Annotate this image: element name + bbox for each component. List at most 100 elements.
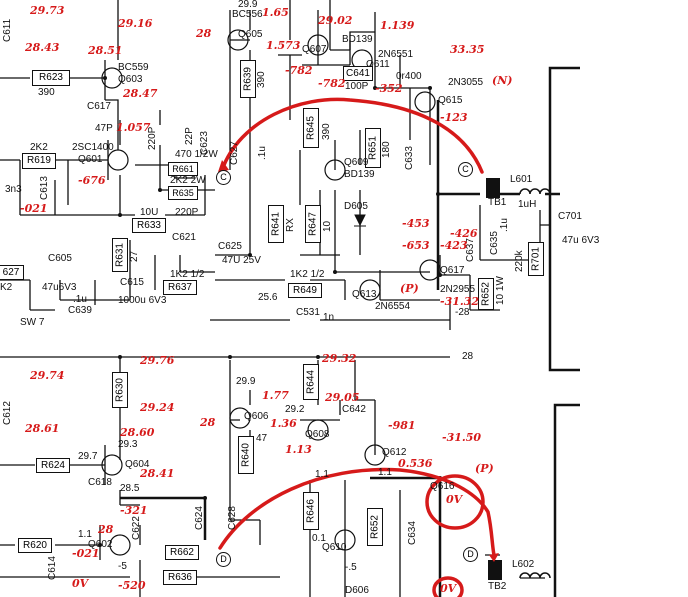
wire: [229, 10, 251, 170]
hw-1-13: 1.13: [285, 443, 312, 456]
hw-1-139: 1.139: [380, 19, 415, 32]
r623-resistor: R623: [32, 70, 70, 86]
hw-1-057: 1.057: [116, 121, 151, 134]
r646-ref: R646: [305, 499, 317, 523]
hw-676: -676: [78, 174, 106, 187]
r631-resistor: R631: [112, 238, 128, 272]
hw-29-73: 29.73: [30, 4, 65, 17]
l601-ref: L601: [510, 174, 533, 185]
q601-type: 2SC1400: [72, 142, 114, 153]
q617-body: [419, 259, 441, 281]
q607-body: [307, 34, 329, 56]
q608-ref: Q608: [305, 429, 330, 440]
q609-body: [324, 159, 346, 181]
tb1-ref: TB1: [488, 197, 507, 208]
q605-body: [227, 29, 249, 51]
v29-3: 29.3: [118, 439, 138, 450]
wire: [334, 140, 430, 273]
hw-981: -981: [388, 419, 416, 432]
c641-capacitor: C641: [343, 66, 373, 81]
hw-0v-left: 0V: [72, 577, 89, 590]
hw-29-05: 29.05: [325, 391, 360, 404]
v0-1: 0.1: [312, 533, 326, 544]
red-arrow-bottom: [489, 553, 499, 562]
c605-ref: C605: [48, 253, 72, 264]
rail-28-bottom: 28: [462, 351, 474, 362]
wire: [0, 464, 140, 506]
rail-28-top: -28: [455, 307, 470, 318]
hw-782-a: -782: [285, 64, 313, 77]
hw-28-41: 28.41: [140, 467, 175, 480]
r641-value: RX: [285, 218, 296, 232]
q607-ref: Q607: [302, 44, 327, 55]
c621-value: 220P: [175, 207, 199, 218]
r644-resistor: R644: [303, 364, 319, 400]
c641-value: 100P: [345, 81, 369, 92]
c622-ref: C622: [131, 516, 142, 540]
c624-ref: C624: [194, 506, 205, 530]
r627-resistor: 627: [0, 265, 24, 280]
n6551-type: 2N6551: [378, 49, 414, 60]
r623-ref: R623: [39, 72, 63, 83]
wire: [210, 300, 451, 330]
r637-value: 1K2 1/2: [170, 269, 205, 280]
red-arrow-top: [218, 160, 229, 172]
wire: [370, 476, 442, 597]
v28-5: 28.5: [120, 483, 140, 494]
c623-value: 22P: [184, 127, 195, 145]
c633-ref: C633: [404, 146, 415, 170]
c701-ref: C701: [558, 211, 582, 222]
l601-coil: [519, 188, 551, 195]
red-circle-q616: [425, 474, 485, 530]
wire: [60, 357, 121, 485]
v29-9-top: 29.9: [238, 0, 258, 10]
q610-ref: Q610: [322, 542, 347, 553]
wire: [59, 240, 131, 305]
r635-value: 2K2 2W: [170, 175, 206, 186]
hw-29-24: 29.24: [140, 401, 175, 414]
v1-1-mid: 1.1: [315, 469, 329, 480]
c615-ref: C615: [120, 277, 144, 288]
q613-body: [359, 279, 381, 301]
c611-label: C611: [2, 18, 13, 42]
r619-ref: R619: [27, 155, 51, 166]
wire: [379, 270, 440, 301]
r639-ref: R639: [242, 67, 254, 91]
r701-resistor: R701: [528, 242, 544, 276]
c621-ref: C621: [172, 232, 196, 243]
c635-value: .1u: [499, 218, 510, 232]
r701-ref: R701: [530, 247, 542, 271]
c614-ref: C614: [47, 556, 58, 580]
r630-resistor: R630: [112, 372, 128, 408]
wire: [0, 279, 55, 311]
wire: [154, 255, 215, 290]
c639-ref: C639: [68, 305, 92, 316]
q602-ref: Q602: [88, 539, 113, 550]
r630-ref: R630: [114, 378, 126, 402]
hw-n: (N): [492, 74, 513, 87]
c625-value: 47U 25V: [222, 255, 261, 266]
r645-ref: R645: [305, 116, 317, 140]
r649-value: 1K2 1/2: [290, 269, 325, 280]
tb2-block: [488, 560, 502, 580]
q606-ref: Q606: [244, 411, 269, 422]
hw-653: -653: [402, 239, 430, 252]
q613-ref: Q613: [352, 289, 377, 300]
wire: [439, 255, 500, 311]
hw-31-50: -31.50: [442, 431, 482, 444]
hw-423: -423: [440, 239, 468, 252]
c625-ref: C625: [218, 241, 242, 252]
r647-resistor: R647: [305, 205, 321, 243]
r661-resistor: R661: [168, 162, 198, 176]
r645-resistor: R645: [303, 108, 319, 148]
r652-ref: R652: [480, 282, 492, 306]
c701-value: 47u 6V3: [562, 235, 600, 246]
r647-ref: R647: [307, 212, 319, 236]
hw-28-51: 28.51: [88, 44, 123, 57]
c639-value: .1u: [73, 294, 87, 305]
node-c-right: C: [458, 162, 473, 177]
l602-ref: L602: [512, 559, 535, 570]
q609-ref: Q609: [344, 157, 369, 168]
hw-352: -352: [375, 82, 403, 95]
